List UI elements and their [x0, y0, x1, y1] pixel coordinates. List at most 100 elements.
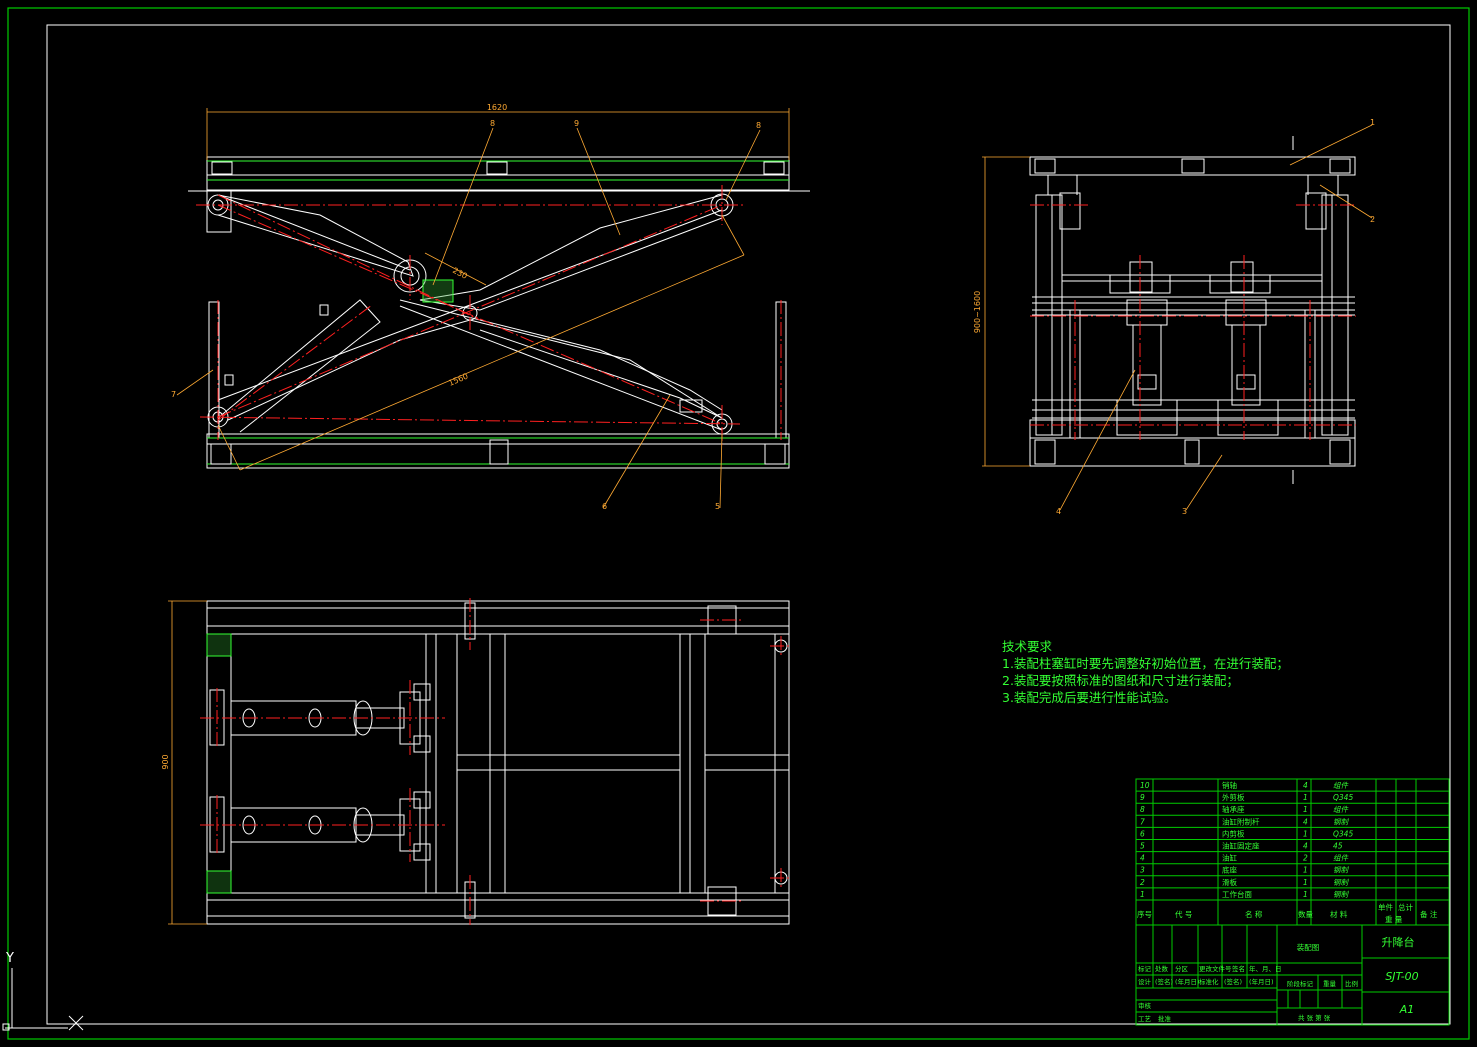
bom-header-qty: 数量: [1298, 909, 1314, 919]
bom-cell-qty: 2: [1303, 854, 1308, 863]
bom-cell-qty: 1: [1303, 793, 1308, 802]
tb-weight: 重量: [1323, 980, 1337, 988]
bom-cell-material: 组件: [1333, 805, 1350, 814]
drawing-type: 装配图: [1297, 942, 1320, 952]
tb-count: 处数: [1155, 964, 1169, 973]
plan-dimensions: [168, 600, 207, 925]
inner-frame: [46, 24, 1451, 1025]
plan-view: [206, 600, 790, 925]
bom-header-code: 代 号: [1175, 909, 1192, 919]
tb-mark: 标记: [1138, 964, 1152, 973]
bom-cell-material: 钢制: [1333, 878, 1350, 887]
sheet-size: A1: [1399, 1003, 1415, 1016]
ucs-icon: [2, 968, 84, 1031]
bom-header-no: 序号: [1137, 909, 1152, 919]
callout-2: 2: [1370, 215, 1375, 224]
tech-item-2: 2.装配要按照标准的图纸和尺寸进行装配；: [1002, 673, 1239, 688]
side-dimensions: [982, 124, 1373, 511]
bom-cell-qty: 4: [1303, 842, 1308, 851]
side-dim-text: 900~1600 1 2 3 4: [973, 118, 1375, 516]
callout-7: 7: [171, 390, 176, 399]
bom-cell-name: 外剪板: [1222, 792, 1245, 802]
bom-cell-qty: 1: [1303, 829, 1308, 838]
bom-cell-qty: 1: [1303, 890, 1308, 899]
dim-lift-range: 900~1600: [973, 291, 982, 333]
bom-cell-no: 2: [1140, 878, 1145, 887]
tb-sign: 签名: [1232, 964, 1245, 973]
callout-6: 6: [602, 502, 607, 511]
bom-cell-material: 45: [1333, 842, 1343, 851]
callout-5: 5: [715, 502, 720, 511]
tb-standard: 标准化: [1199, 977, 1219, 986]
bom-cell-no: 6: [1140, 829, 1145, 838]
bom-cell-name: 销轴: [1222, 780, 1237, 790]
plan-centerlines: [200, 598, 792, 925]
bom-cell-material: 组件: [1333, 854, 1350, 863]
bom-cell-qty: 1: [1303, 805, 1308, 814]
tb-design-date: (年月日): [1175, 977, 1200, 986]
bom-cell-material: 钢制: [1333, 866, 1350, 875]
tb-standard-sign: (签名): [1224, 977, 1242, 986]
tb-stage: 阶段标记: [1287, 979, 1314, 988]
bom-cell-material: Q345: [1333, 793, 1353, 802]
bom-cell-no: 7: [1140, 817, 1145, 826]
bom-cell-name: 内剪板: [1222, 828, 1245, 838]
bom-cell-name: 油缸附制杆: [1222, 816, 1260, 826]
drawing-title: 升降台: [1382, 935, 1415, 949]
bom-cell-no: 1: [1140, 890, 1145, 899]
bom-cell-material: Q345: [1333, 829, 1353, 838]
bom-cell-no: 3: [1140, 866, 1145, 875]
bom-cell-material: 组件: [1333, 781, 1350, 790]
bom-cell-name: 轴承座: [1222, 804, 1245, 814]
callout-1: 1: [1370, 118, 1375, 127]
callout-4: 4: [1056, 507, 1061, 516]
tb-scale: 比例: [1345, 979, 1358, 988]
bom-header-unit: 单件: [1378, 902, 1394, 912]
drawing-number: SJT-00: [1385, 970, 1418, 983]
tech-item-3: 3.装配完成后要进行性能试验。: [1002, 690, 1177, 705]
bom-table: [1135, 778, 1450, 1026]
dim-top-width: 1620: [487, 103, 507, 112]
bom-cell-qty: 1: [1303, 866, 1308, 875]
bom-cell-material: 钢制: [1333, 890, 1350, 899]
bom-cell-no: 9: [1140, 793, 1145, 802]
tb-review: 审核: [1138, 1001, 1152, 1010]
bom-cell-qty: 4: [1303, 781, 1308, 790]
callout-8b: 8: [756, 121, 761, 130]
bom-cell-material: 钢制: [1333, 817, 1350, 826]
dim-arm-length: 1560: [447, 372, 469, 388]
bom-cell-no: 8: [1140, 805, 1145, 814]
front-centerlines: [196, 185, 782, 445]
dim-plan-width: 900: [161, 754, 170, 769]
ucs-y-label: Y: [5, 951, 14, 966]
front-dimensions: [176, 108, 790, 509]
front-view: [188, 156, 810, 469]
bom-header-total: 总计: [1398, 902, 1414, 912]
tb-approve: 批准: [1158, 1014, 1172, 1023]
bom-cell-no: 10: [1140, 781, 1150, 790]
bom-header-remark: 备 注: [1420, 909, 1438, 919]
bom-cell-qty: 4: [1303, 817, 1308, 826]
tech-item-1: 1.装配柱塞缸时要先调整好初始位置，在进行装配；: [1002, 656, 1289, 671]
tb-zone: 分区: [1175, 964, 1189, 973]
tb-process: 工艺: [1138, 1015, 1152, 1023]
bom-cell-qty: 1: [1303, 878, 1308, 887]
bom-cell-name: 底座: [1222, 865, 1238, 875]
tech-heading: 技术要求: [1002, 639, 1053, 654]
callout-9: 9: [574, 119, 579, 128]
bom-cell-name: 油缸固定座: [1222, 841, 1260, 851]
outer-frame: [7, 7, 1470, 1040]
bom-cell-name: 工作台面: [1222, 889, 1252, 899]
tb-design: 设计: [1138, 977, 1152, 986]
tb-change-doc: 更改文件号: [1199, 964, 1232, 973]
bom-header-name: 名 称: [1245, 909, 1263, 919]
tb-sheets: 共 张 第 张: [1298, 1013, 1331, 1022]
bom-cell-no: 4: [1140, 854, 1145, 863]
bom-cell-name: 滑板: [1222, 877, 1238, 887]
tb-standard-date: (年月日): [1249, 977, 1274, 986]
callout-8a: 8: [490, 119, 495, 128]
tb-date: 年、月、日: [1249, 964, 1282, 973]
dim-pin-spacing: 230: [451, 266, 469, 281]
